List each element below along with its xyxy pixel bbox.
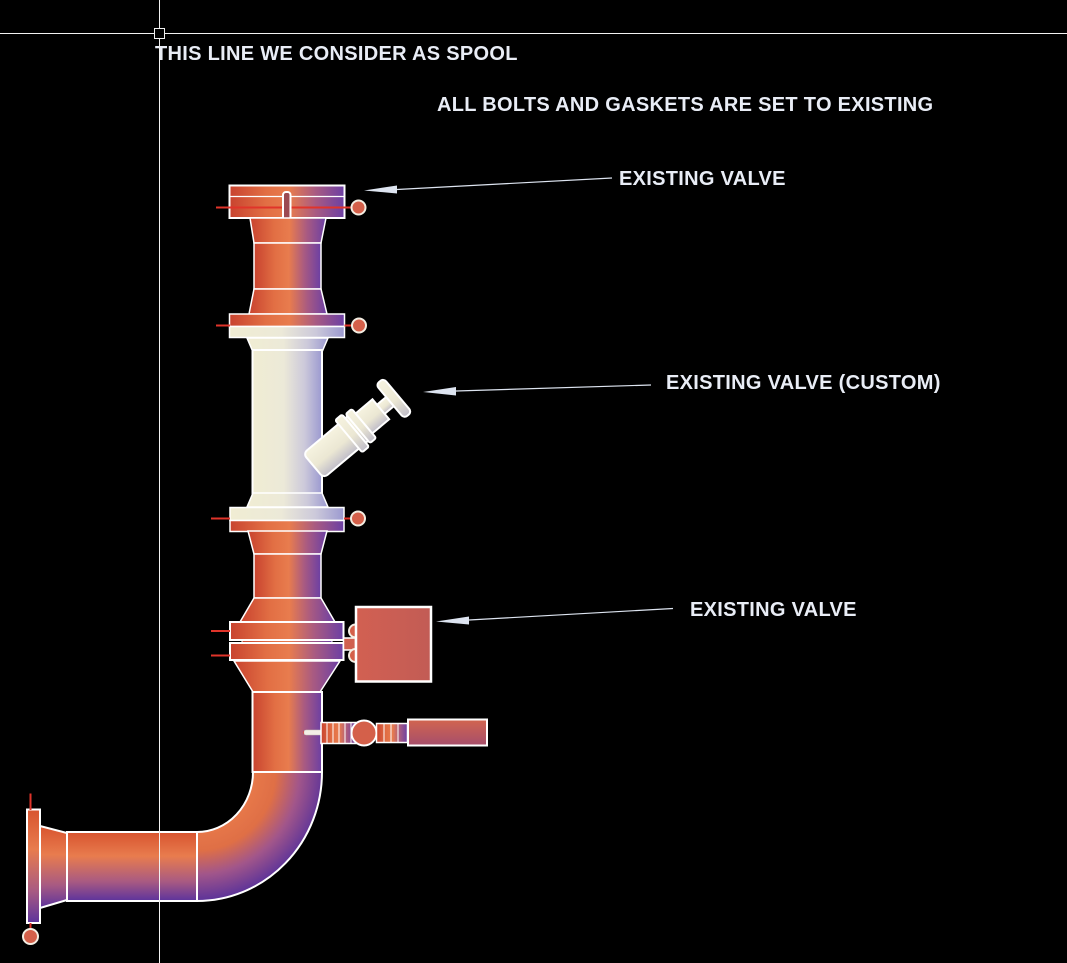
note-bolts-gaskets: ALL BOLTS AND GASKETS ARE SET TO EXISTIN… xyxy=(437,94,934,116)
crosshair-vertical-line xyxy=(159,0,160,963)
centerline-dots xyxy=(350,199,367,527)
label-existing-valve-custom: EXISTING VALVE (CUSTOM) xyxy=(666,372,941,394)
valve-actuator-box xyxy=(354,605,433,683)
pickbox-cursor-icon xyxy=(154,28,165,39)
label-existing-valve-lower: EXISTING VALVE xyxy=(690,599,857,621)
arrowhead xyxy=(364,185,397,194)
label-existing-valve-top: EXISTING VALVE xyxy=(619,168,786,190)
horizontal-pipe[interactable] xyxy=(22,793,198,945)
centerline-ticks xyxy=(211,324,352,657)
elbow[interactable] xyxy=(196,771,324,903)
centerline-dot xyxy=(22,928,39,945)
valve-actuator-stub xyxy=(342,637,357,651)
end-flange xyxy=(26,808,41,924)
drain-knob xyxy=(350,719,378,747)
arrowhead xyxy=(423,387,456,396)
drain-body xyxy=(407,718,488,747)
lower-valve[interactable] xyxy=(229,519,433,693)
note-spool: THIS LINE WE CONSIDER AS SPOOL xyxy=(155,43,518,65)
spool-pipe[interactable] xyxy=(228,325,346,522)
leader-arrows xyxy=(364,177,674,625)
drain-valve[interactable] xyxy=(303,718,488,747)
top-valve[interactable] xyxy=(216,184,352,328)
arrowhead xyxy=(436,616,469,625)
custom-branch-valve[interactable] xyxy=(299,378,412,482)
crosshair-horizontal-line xyxy=(0,33,1067,34)
